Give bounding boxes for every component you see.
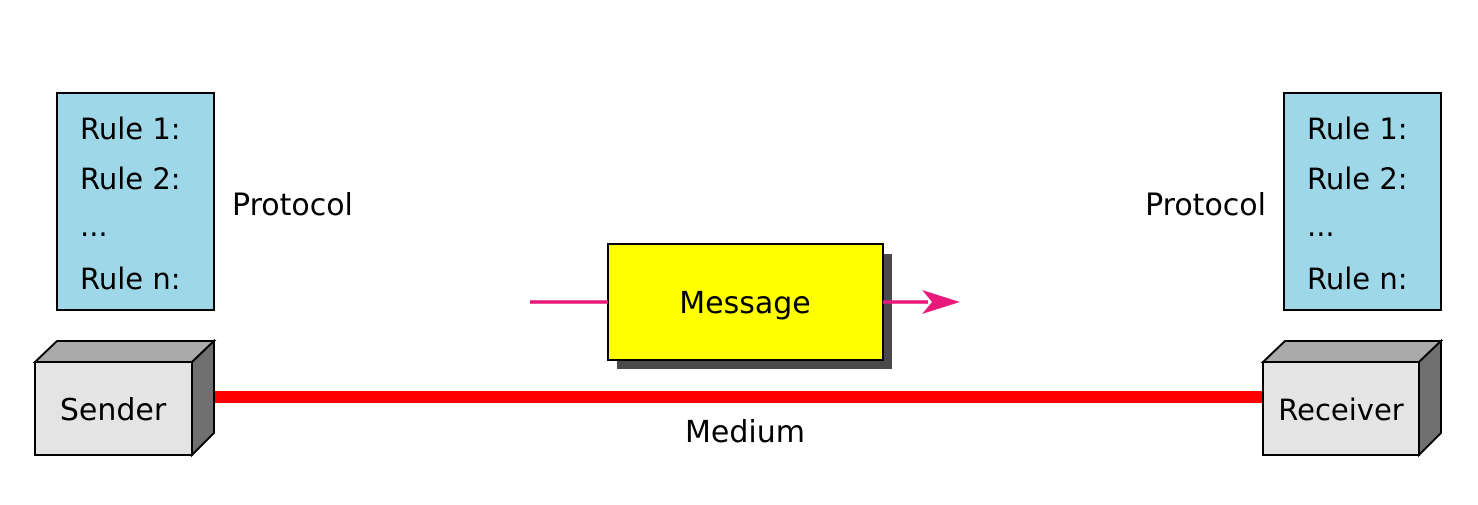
sender-rule-2: Rule 2: — [80, 162, 181, 196]
arrowhead-icon — [922, 290, 960, 314]
receiver-label: Receiver — [1278, 393, 1404, 427]
receiver-rules-box: Rule 1: Rule 2: ... Rule n: — [1283, 92, 1442, 311]
message-label: Message — [679, 286, 810, 321]
sender-label: Sender — [60, 393, 167, 428]
sender-device: Sender — [32, 338, 217, 458]
message-box: Message — [607, 243, 892, 369]
medium-label: Medium — [685, 415, 805, 450]
sender-rule-1: Rule 1: — [80, 112, 181, 146]
sender-rule-ellipsis: ... — [80, 209, 108, 243]
outgoing-arrow — [883, 290, 960, 314]
receiver-protocol-label: Protocol — [1145, 188, 1266, 223]
receiver-rule-2: Rule 2: — [1307, 162, 1408, 196]
sender-rules-box: Rule 1: Rule 2: ... Rule n: — [56, 92, 215, 311]
receiver-rule-1: Rule 1: — [1307, 112, 1408, 146]
sender-rule-n: Rule n: — [80, 262, 181, 296]
receiver-rule-ellipsis: ... — [1307, 209, 1335, 243]
receiver-device: Receiver — [1260, 338, 1444, 458]
receiver-rule-n: Rule n: — [1307, 262, 1408, 296]
sender-protocol-label: Protocol — [232, 188, 353, 223]
